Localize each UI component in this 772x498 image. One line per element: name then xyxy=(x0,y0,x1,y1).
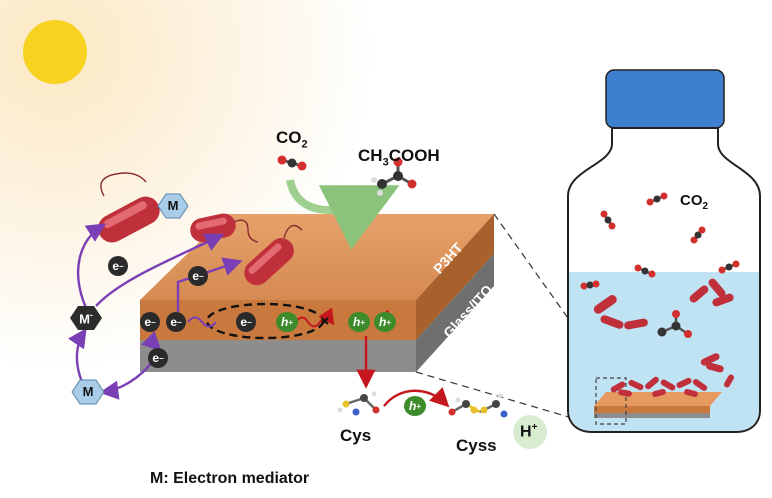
co2-molecule-icon xyxy=(277,155,307,171)
electron-wave xyxy=(187,316,217,328)
mediator-oxidized-bottom-label: M xyxy=(82,384,94,399)
proton-label: H+ xyxy=(520,422,538,441)
electron-chip: e− xyxy=(148,348,168,368)
cyss-label: Cyss xyxy=(456,436,497,455)
hole-chip: h+ xyxy=(374,312,396,332)
cys-oxidation-arrow xyxy=(383,387,450,408)
legend-electron-mediator: M: Electron mediator xyxy=(150,470,310,487)
bacterium-2 xyxy=(190,213,236,243)
recombination-cross xyxy=(321,317,329,325)
electron-chip: e− xyxy=(166,312,186,332)
bacterium-1 xyxy=(98,196,160,243)
co2-reduction-arrow xyxy=(286,179,400,250)
p3ht-side-face xyxy=(416,214,494,340)
cyss-molecule-icon xyxy=(448,393,508,418)
cys-molecule-icon xyxy=(337,391,380,416)
acetic-acid-label: CH3COOH xyxy=(358,146,440,169)
photoelectrode xyxy=(140,214,494,372)
zoom-line-bottom xyxy=(415,371,607,429)
glass-side-face xyxy=(416,254,494,372)
mediator-reduced-hex xyxy=(70,306,102,330)
reactor-bottle xyxy=(567,69,761,433)
hole-chip: h+ xyxy=(404,396,426,416)
electron-chip: e− xyxy=(188,266,208,286)
bottle-co2-label: CO2 xyxy=(680,192,709,212)
mediator-reduced-label: M- xyxy=(79,310,93,327)
electron-chip: e− xyxy=(108,256,128,276)
bottle-cap xyxy=(605,69,725,129)
acetic-acid-molecule-icon xyxy=(371,157,417,196)
sun-icon xyxy=(23,20,87,84)
hole-chip: h+ xyxy=(276,312,298,332)
cys-label: Cys xyxy=(340,426,372,445)
mediator-oxidized-top-hex xyxy=(157,193,189,219)
electron-chip: e− xyxy=(236,312,256,332)
hole-chip: h+ xyxy=(348,312,370,332)
mediator-arrows xyxy=(68,223,243,400)
co2-label: CO2 xyxy=(276,128,308,151)
hole-wave-1 xyxy=(295,307,335,328)
bottle-electrode-glass xyxy=(594,413,710,418)
mediator-oxidized-top-label: M xyxy=(167,198,179,213)
glass-front-face xyxy=(140,340,416,372)
bottle-co2-molecules xyxy=(580,192,740,290)
bottle-acetic-acid-icon xyxy=(657,310,692,338)
zoom-box xyxy=(595,377,627,425)
bottle-electrode-front xyxy=(594,406,710,413)
electron-chip: e− xyxy=(140,312,160,332)
proton-bubble xyxy=(513,415,547,449)
bacteria-group xyxy=(98,172,303,286)
mediator-oxidized-bottom-hex xyxy=(71,379,105,405)
bacterium-3 xyxy=(244,238,294,286)
